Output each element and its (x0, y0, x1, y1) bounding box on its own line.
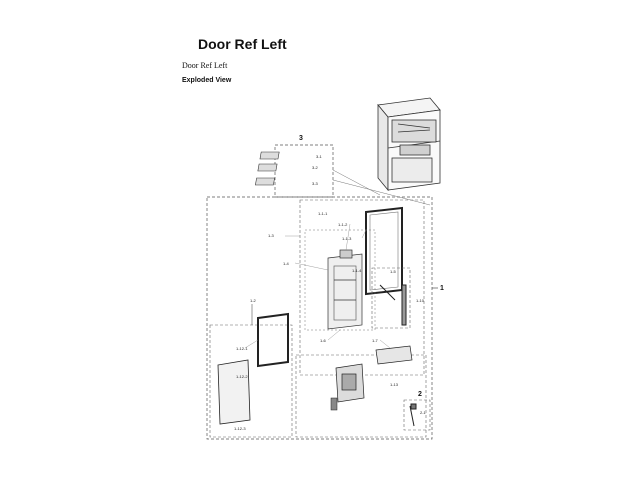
page-subtitle: Door Ref Left (182, 61, 228, 70)
hinge-box (371, 267, 411, 329)
page-title: Door Ref Left (198, 36, 287, 52)
section-heading: Exploded View (182, 77, 232, 84)
group-label-2: 2 (418, 391, 422, 398)
dispenser-box (295, 354, 427, 438)
door-gasket (365, 206, 403, 296)
part-label-3-3: 3-3 (312, 181, 319, 186)
part-label-1-12-1: 1-12-1 (236, 346, 248, 351)
part-label-2-1: 2-1 (420, 410, 427, 415)
part-label-1-2: 1-2 (250, 298, 257, 303)
leader-lines (244, 223, 391, 349)
dispenser-assembly (335, 345, 413, 403)
part-label-1-12-2: 1-12-2 (236, 374, 248, 379)
refrigerator-thumbnail (377, 97, 441, 192)
group-2-box (403, 399, 431, 431)
part-label-1-1-1: 1-1-1 (318, 211, 328, 216)
part-label-1-7: 1-7 (372, 338, 379, 343)
part-label-1-13: 1-13 (390, 382, 399, 387)
door-liner (327, 249, 363, 330)
outer-door-panel (217, 312, 289, 425)
outer-door-box (209, 324, 293, 438)
part-label-1-5: 1-5 (390, 269, 397, 274)
part-label-3-1: 3-1 (316, 154, 323, 159)
group-label-1: 1 (440, 285, 444, 292)
hinge-part (409, 403, 417, 427)
part-label-1-1-2: 1-1-2 (338, 222, 348, 227)
part-label-1-12-3: 1-12-3 (234, 426, 246, 431)
group-1-box (206, 196, 433, 440)
part-label-1-1-3: 1-1-3 (342, 236, 352, 241)
group-3-box: 3 3-1 3-2 3-3 (255, 135, 334, 198)
part-label-1-6: 1-6 (320, 338, 327, 343)
hinge-bracket (379, 284, 407, 326)
part-label-3-2: 3-2 (312, 165, 319, 170)
group-label-3: 3 (299, 135, 303, 142)
part-label-1-10: 1-10 (416, 298, 425, 303)
part-label-1-1-4: 1-1-4 (352, 268, 362, 273)
part-label-1-3: 1-3 (268, 233, 275, 238)
part-label-1-4: 1-4 (283, 261, 290, 266)
